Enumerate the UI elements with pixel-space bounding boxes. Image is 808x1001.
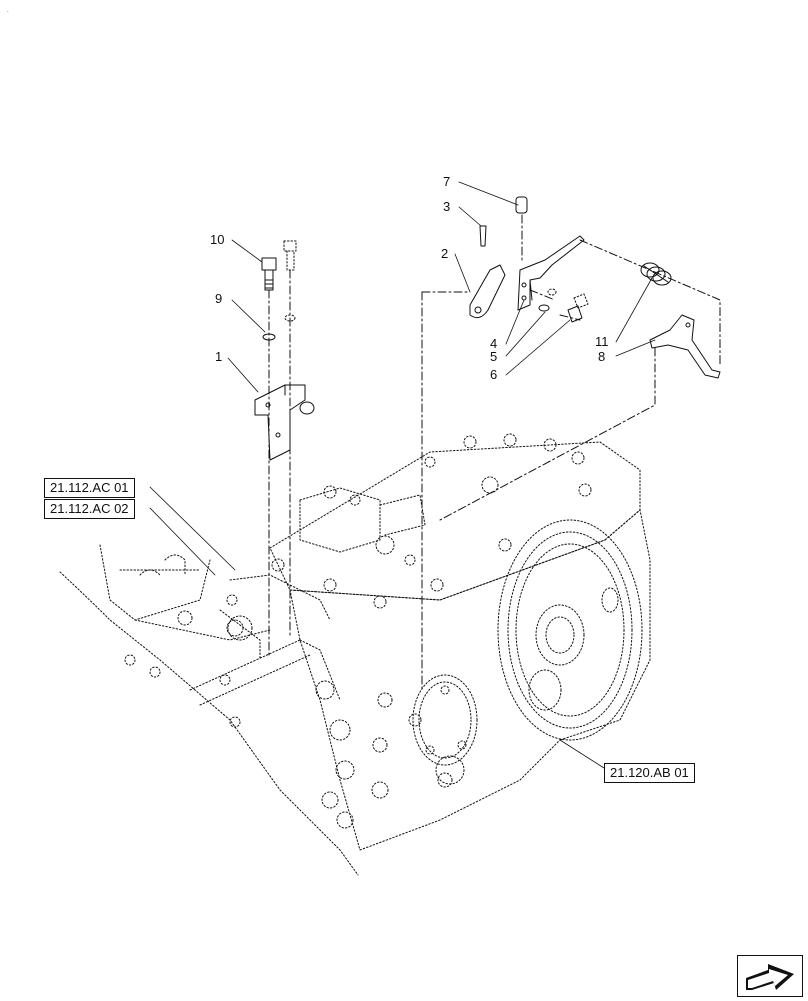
arrow-nav-icon-graphic (746, 964, 794, 990)
callout-8: 8 (598, 349, 606, 364)
lever-part-2 (469, 264, 506, 319)
callout-3: 3 (443, 199, 451, 214)
callout-6: 6 (490, 367, 498, 382)
arrow-nav-icon[interactable] (737, 955, 803, 997)
reference-21-112-ac-01[interactable]: 21.112.AC 01 (44, 478, 135, 498)
reference-21-112-ac-02[interactable]: 21.112.AC 02 (44, 499, 135, 519)
corner-mark: . (7, 8, 9, 14)
washer-part-5 (538, 304, 550, 312)
assembly-lines (268, 214, 721, 691)
callout-1: 1 (215, 349, 223, 364)
bracket-part-1 (254, 384, 315, 461)
clip-part-7 (515, 196, 528, 214)
spring-part-11 (640, 262, 672, 286)
callout-5: 5 (490, 349, 498, 364)
callout-2: 2 (441, 246, 449, 261)
callout-7: 7 (443, 174, 451, 189)
callout-11: 11 (595, 334, 609, 349)
callout-9: 9 (215, 291, 223, 306)
callout-10: 10 (210, 232, 225, 247)
reference-21-120-ab-01[interactable]: 21.120.AB 01 (604, 763, 695, 783)
pin-part-3 (479, 225, 487, 247)
bolt-part-10 (261, 257, 277, 291)
phantom-hardware (547, 288, 589, 309)
leader-lines (149, 181, 656, 769)
bracket-part-8 (649, 314, 721, 379)
callout-4: 4 (490, 336, 498, 351)
transmission-housing (59, 433, 651, 876)
